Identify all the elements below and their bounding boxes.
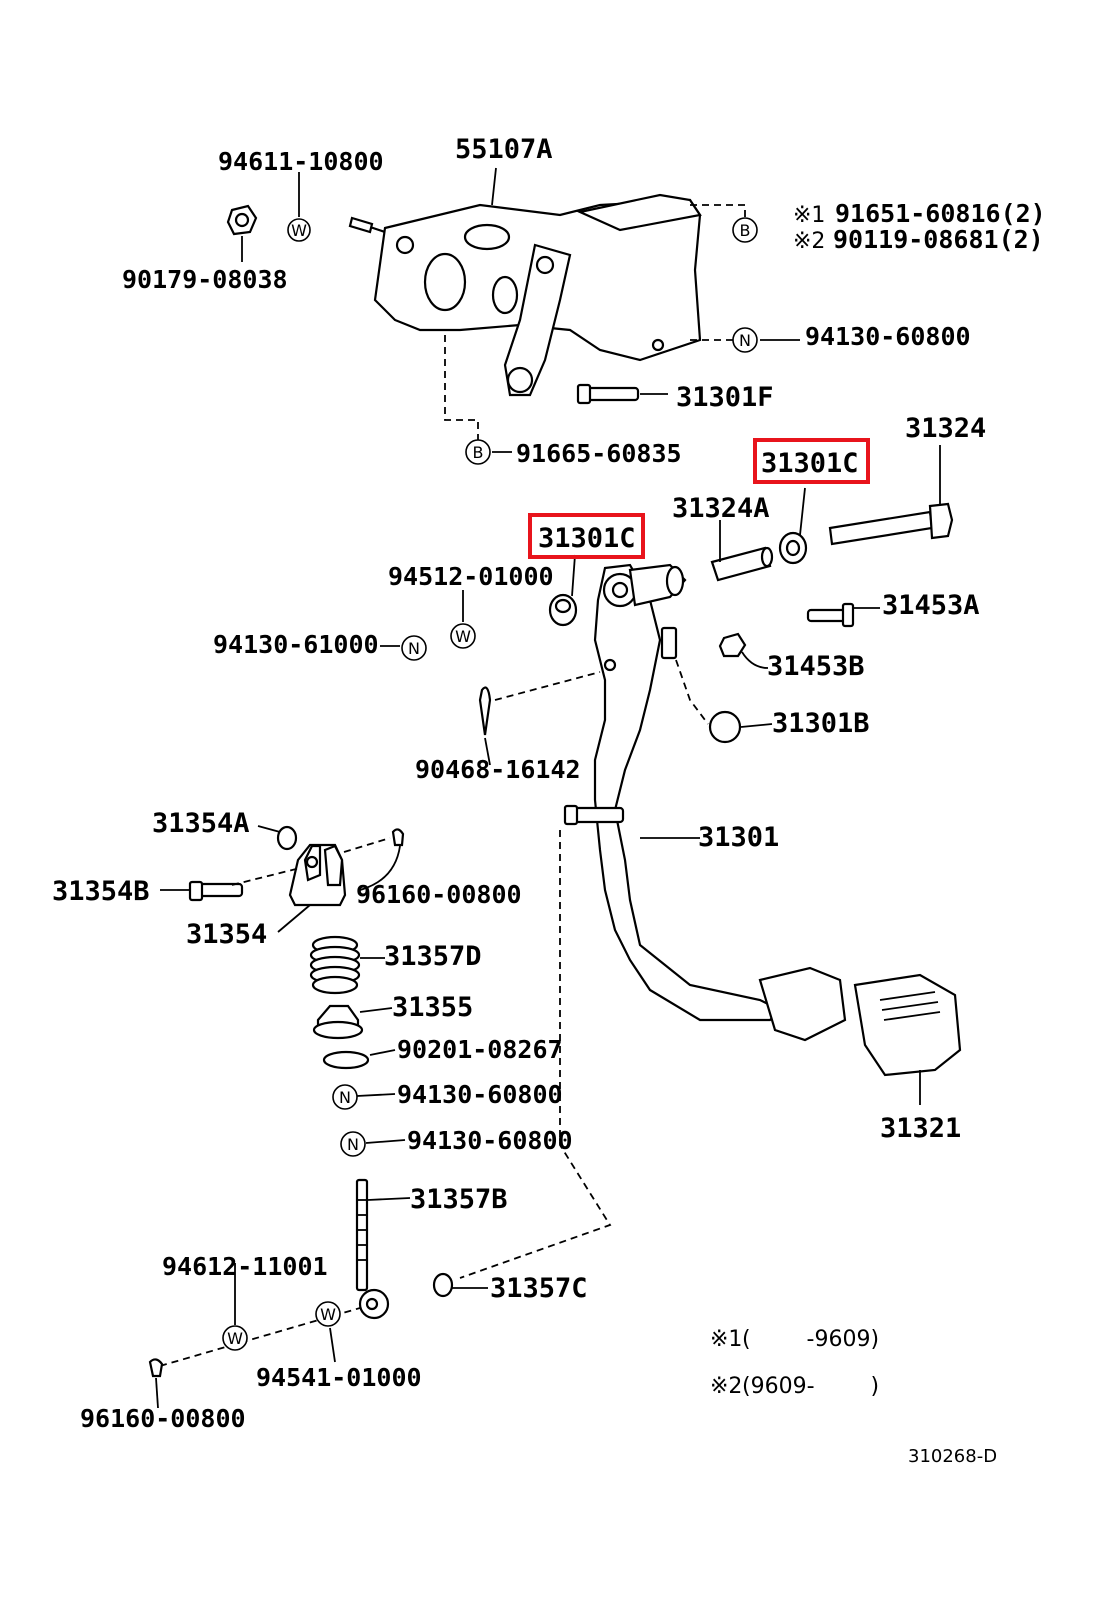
stopper-31301B [675,659,773,744]
mark-2-label: ※2 [793,229,825,254]
label-91651-60816[interactable]: 91651-60816(2) [835,199,1046,228]
label-31357D[interactable]: 31357D [384,941,482,972]
note-1-text: ( -9609) [742,1327,879,1352]
svg-text:B: B [473,443,484,462]
label-31324A[interactable]: 31324A [672,493,770,524]
label-94512-01000[interactable]: 94512-01000 [388,562,554,591]
label-31453B[interactable]: 31453B [767,651,865,682]
mark-1-label: ※1 [793,203,825,228]
label-31354A[interactable]: 31354A [152,808,250,839]
clip-96160-00800-mid [343,828,405,891]
label-31354B[interactable]: 31354B [52,876,150,907]
label-55107A[interactable]: 55107A [455,134,553,165]
note-1-mark: ※1 [710,1327,742,1352]
label-90201-08267[interactable]: 90201-08267 [397,1035,563,1064]
label-94612-11001[interactable]: 94612-11001 [162,1252,328,1281]
symbol-N-94130-61000: N [401,635,427,661]
dash-31354B [231,867,301,886]
symbol-W-94612: W [222,1325,248,1351]
svg-text:N: N [347,1135,359,1154]
label-31301B[interactable]: 31301B [772,708,870,739]
label-31321[interactable]: 31321 [880,1113,961,1144]
symbol-B-top: B [732,217,758,243]
label-31453A[interactable]: 31453A [882,590,980,621]
bushing-31354A [257,825,298,851]
label-90119-08681[interactable]: 90119-08681(2) [833,225,1044,254]
note-2-mark: ※2 [710,1374,742,1399]
cup-31355 [312,1004,393,1040]
label-94130-61000[interactable]: 94130-61000 [213,630,379,659]
label-90468-16142[interactable]: 90468-16142 [415,755,581,784]
label-31357B[interactable]: 31357B [410,1184,508,1215]
dash-bracket-B-bottom [444,335,479,440]
clip-96160-00800-bottom [148,1358,164,1409]
highlight-31301C-right [753,438,870,484]
label-31301[interactable]: 31301 [698,822,779,853]
clevis-31354 [277,843,347,933]
diagram-code: 310268-D [908,1446,997,1467]
symbol-W-94512: W [450,623,476,649]
label-94130-60800-b[interactable]: 94130-60800 [407,1126,573,1155]
bolt-31453A [806,602,880,628]
label-96160-00800-mid[interactable]: 96160-00800 [356,880,522,909]
label-94611-10800[interactable]: 94611-10800 [218,147,384,176]
svg-text:W: W [227,1329,243,1348]
washer-90201-08267 [322,1049,396,1070]
bushing-31301C-right [778,487,808,565]
label-94130-60800-top[interactable]: 94130-60800 [805,322,971,351]
rod-31357B [355,1178,411,1320]
svg-text:N: N [408,639,420,658]
symbol-N-94130-b: N [340,1131,366,1157]
label-31301C-left[interactable]: 31301C [538,523,636,554]
symbol-N-94130-a: N [332,1084,358,1110]
label-31355[interactable]: 31355 [392,992,473,1023]
svg-text:W: W [320,1305,336,1324]
symbol-B-bottom: B [465,439,491,465]
label-94130-60800-a[interactable]: 94130-60800 [397,1080,563,1109]
bolt-31301F [576,383,668,405]
bushing-31357C [432,1272,488,1298]
label-31354[interactable]: 31354 [186,919,267,950]
label-91665-60835[interactable]: 91665-60835 [516,439,682,468]
clip-90468-16142 [478,671,601,766]
collar-31324A [710,520,774,582]
nut-90179-08038 [226,204,258,262]
svg-text:B: B [740,221,751,240]
label-31301F[interactable]: 31301F [676,382,774,413]
symbol-N-top: N [732,327,758,353]
dash-pedal-to-rod [459,830,612,1279]
label-31357C[interactable]: 31357C [490,1273,588,1304]
note-2-text: (9609- ) [742,1374,879,1399]
bushing-31301C-left [548,554,578,627]
highlight-31301C-left [528,513,645,559]
label-94541-01000[interactable]: 94541-01000 [256,1363,422,1392]
bolt-31324 [828,445,954,546]
symbol-W-94541: W [315,1301,341,1327]
label-96160-00800-bottom[interactable]: 96160-00800 [80,1404,246,1433]
label-90179-08038[interactable]: 90179-08038 [122,265,288,294]
symbol-W-94611: W [287,218,311,242]
pedal-bracket-55107A [348,193,702,397]
label-31324[interactable]: 31324 [905,413,986,444]
brake-pedal-31301 [563,563,847,1042]
bolt-31354B [160,880,244,902]
label-31301C-right[interactable]: 31301C [761,448,859,479]
svg-text:W: W [455,627,471,646]
pedal-pad-31321 [853,973,962,1105]
svg-text:N: N [739,331,751,350]
svg-text:W: W [291,221,307,240]
svg-text:N: N [339,1088,351,1107]
nut-31453B [718,632,769,669]
spring-31357D [309,935,385,995]
dash-bracket-B-top [690,204,746,218]
